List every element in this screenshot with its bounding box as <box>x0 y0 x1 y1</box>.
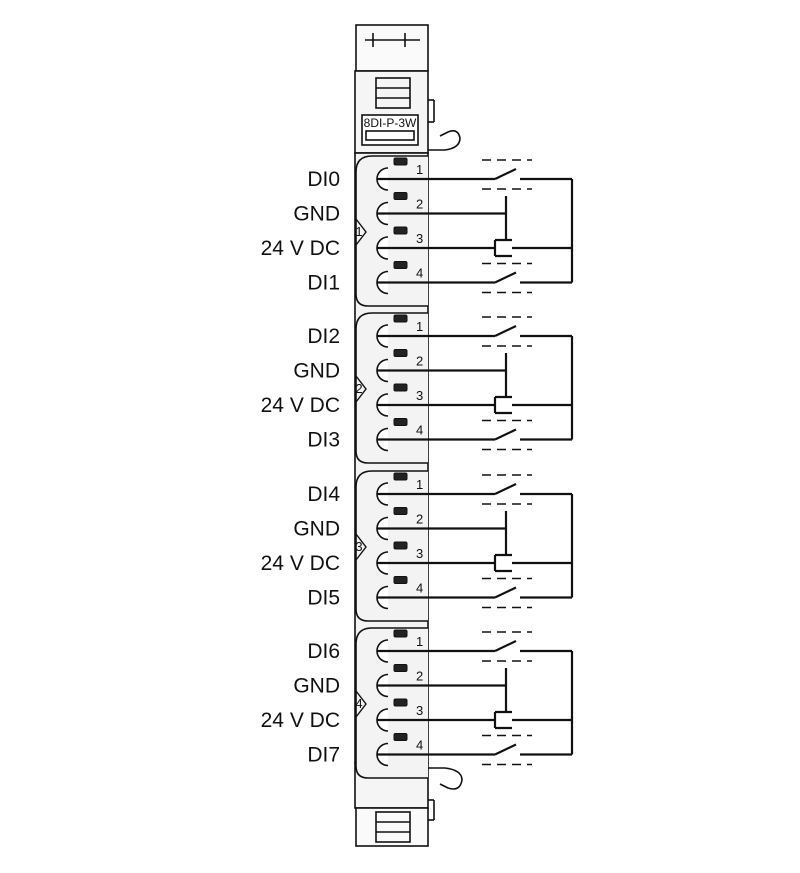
top-latch <box>355 24 429 72</box>
group-marker-icon <box>355 218 367 246</box>
group-marker-icon <box>355 375 367 403</box>
pin-number: 3 <box>416 231 423 246</box>
bottom-latch <box>355 807 429 847</box>
pin-number: 4 <box>416 581 423 596</box>
pin-number: 2 <box>416 197 423 212</box>
signal-label: DI7 <box>307 744 340 767</box>
status-led-icon <box>393 698 408 707</box>
status-led-icon <box>393 157 408 166</box>
pin-number: 2 <box>416 354 423 369</box>
connector-outline <box>355 312 428 464</box>
coupled-contact <box>493 395 512 415</box>
switch-contact-b <box>494 271 517 284</box>
group-number: 3 <box>355 539 362 554</box>
status-led-icon <box>393 629 408 638</box>
status-led-icon <box>393 383 408 392</box>
switch-contact-a <box>494 640 517 652</box>
status-led-icon <box>393 261 408 269</box>
pin-number: 1 <box>416 634 423 649</box>
pin-number: 1 <box>416 162 423 177</box>
signal-label: DI5 <box>307 587 340 610</box>
group-marker-icon <box>355 533 367 561</box>
switch-contact-b <box>494 586 517 599</box>
module-name: 8DI-P-3W <box>364 116 417 130</box>
signal-label: 24 V DC <box>261 237 340 260</box>
switch-contact-b <box>494 743 517 756</box>
pin-number: 1 <box>416 319 423 334</box>
pin-number: 3 <box>416 388 423 403</box>
label-window <box>365 130 415 141</box>
sensor-wiring <box>436 631 574 766</box>
bottom-hook <box>428 767 463 790</box>
status-led-icon <box>393 418 408 426</box>
switch-contact-a <box>494 168 517 180</box>
pin-number: 3 <box>416 703 423 718</box>
pin-number: 3 <box>416 546 423 561</box>
group-marker-icon <box>355 690 367 718</box>
coupled-contact <box>493 238 512 258</box>
signal-label: DI6 <box>307 640 340 663</box>
signal-label: DI4 <box>307 483 340 506</box>
status-led-icon <box>393 576 408 584</box>
group-number: 4 <box>355 696 362 711</box>
top-hook <box>428 130 461 151</box>
switch-contact-a <box>494 325 517 337</box>
status-led-icon <box>393 733 408 741</box>
connector-outline <box>355 627 428 779</box>
signal-label: GND <box>293 518 340 541</box>
group-number: 1 <box>355 224 362 239</box>
group-number: 2 <box>355 381 362 396</box>
status-led-icon <box>393 226 408 235</box>
signal-label: 24 V DC <box>261 394 340 417</box>
switch-contact-b <box>494 428 517 441</box>
signal-label: GND <box>293 203 340 226</box>
top-release-tab <box>375 77 411 109</box>
signal-label: DI3 <box>307 429 340 452</box>
pin-number: 4 <box>416 423 423 438</box>
pin-number: 2 <box>416 512 423 527</box>
status-led-icon <box>393 314 408 323</box>
signal-label: DI0 <box>307 168 340 191</box>
status-led-icon <box>393 664 408 672</box>
signal-label: DI2 <box>307 325 340 348</box>
sensor-wiring <box>436 159 574 294</box>
pin-number: 4 <box>416 266 423 281</box>
coupled-contact <box>493 710 512 730</box>
pin-number: 2 <box>416 669 423 684</box>
signal-label: 24 V DC <box>261 709 340 732</box>
pin-number: 1 <box>416 477 423 492</box>
status-led-icon <box>393 349 408 357</box>
signal-label: DI1 <box>307 272 340 295</box>
pin-number: 4 <box>416 738 423 753</box>
signal-label: GND <box>293 360 340 383</box>
bottom-release-tab <box>375 811 411 843</box>
status-led-icon <box>393 192 408 200</box>
status-led-icon <box>393 507 408 515</box>
status-led-icon <box>393 541 408 550</box>
sensor-wiring <box>436 474 574 609</box>
connector-outline <box>355 155 428 307</box>
signal-label: GND <box>293 675 340 698</box>
sensor-wiring <box>436 316 574 451</box>
signal-label: 24 V DC <box>261 552 340 575</box>
connector-outline <box>355 470 428 622</box>
status-led-icon <box>393 472 408 481</box>
coupled-contact <box>493 553 512 573</box>
switch-contact-a <box>494 483 517 495</box>
